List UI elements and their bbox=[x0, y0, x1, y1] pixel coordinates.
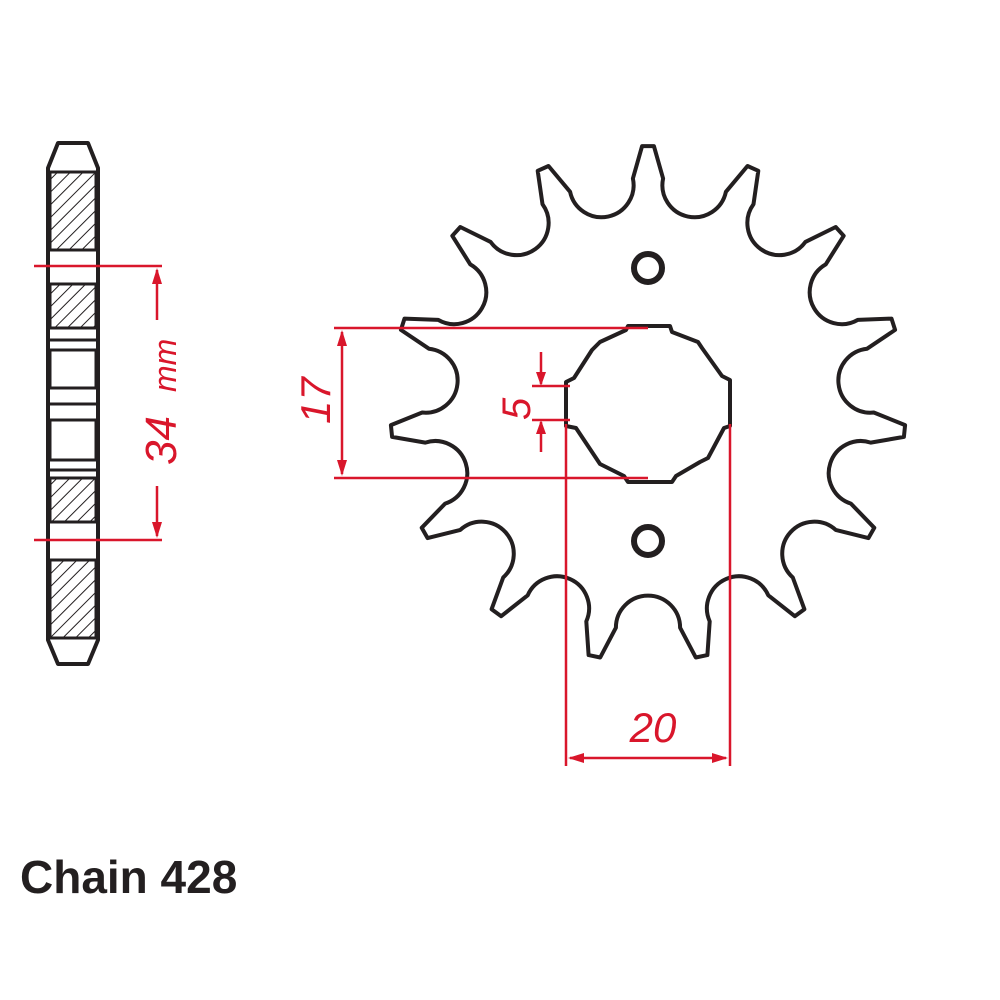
hub-section-upper bbox=[48, 348, 98, 390]
hatched-section-bottom bbox=[48, 558, 98, 640]
bolt-spacing-dimension bbox=[34, 264, 162, 542]
hub-section-lower bbox=[48, 418, 98, 462]
outer-spline-value: 20 bbox=[629, 704, 677, 751]
hatched-section-top bbox=[48, 170, 98, 252]
bolt-spacing-unit: mm bbox=[147, 339, 183, 392]
spline-width-value: 5 bbox=[495, 397, 539, 420]
outer-spline-dimension bbox=[564, 424, 732, 766]
spline-diameter-dimension bbox=[334, 326, 648, 480]
sprocket-side-view bbox=[46, 141, 100, 666]
chain-caption: Chain 428 bbox=[20, 851, 237, 903]
bolt-spacing-value: 34 bbox=[137, 416, 186, 465]
spline-width-dimension bbox=[532, 352, 570, 452]
hatched-section-upper bbox=[48, 282, 98, 330]
bolt-hole-bottom bbox=[631, 524, 665, 558]
bolt-hole-top bbox=[631, 251, 665, 285]
spline-diameter-value: 17 bbox=[292, 376, 339, 424]
hatched-section-lower bbox=[48, 476, 98, 524]
